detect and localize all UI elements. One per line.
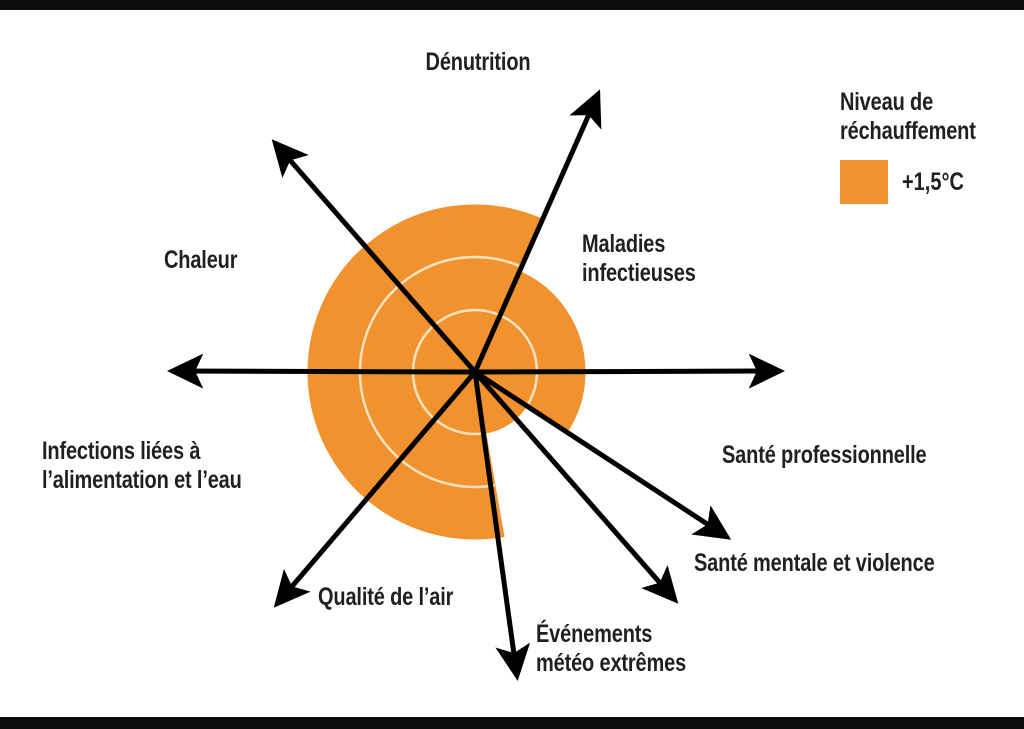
scan-edge-bottom [0,717,1024,729]
grid-ring-arc [499,314,539,373]
axis-arrows [167,89,785,681]
evenements-line1: Événements [536,620,653,648]
axis-label-qualite-air: Qualité de l’air [318,583,454,611]
axis-label-sante-professionnelle: Santé professionnelle [722,441,927,469]
axis-arrow [167,353,476,389]
grid-ring-arc [411,308,501,373]
infections-line2: l’alimentation et l’eau [42,466,242,494]
axis-arrow [474,353,785,389]
axis-label-chaleur: Chaleur [164,246,238,274]
maladies-line1: Maladies [582,230,666,258]
legend-swatch [840,160,888,204]
infections-line1: Infections liées à [42,437,201,465]
maladies-line2: infectieuses [582,259,696,287]
legend-title-line1: Niveau de [840,88,934,116]
axis-arrow [473,370,679,604]
legend-value: +1,5°C [902,167,964,196]
axis-arrow [473,369,732,540]
grid-ring-arc [405,462,496,489]
evenements-line2: météo extrêmes [536,649,687,677]
data-sector [373,370,505,540]
legend-title-line2: réchauffement [840,117,976,145]
axis-label-denutrition: Dénutrition [425,48,531,76]
scan-edge-top [0,0,1024,10]
legend-entry-warming-level: +1,5°C [840,160,1020,204]
axis-arrow [271,139,477,374]
axis-arrow [472,89,602,374]
grid-ring-arc [358,255,523,373]
data-sector [474,270,586,373]
grid-ring-arc [358,371,407,465]
axis-label-sante-mentale-violence: Santé mentale et violence [694,549,935,577]
axis-arrow [273,370,477,608]
axis-arrow [472,371,531,681]
